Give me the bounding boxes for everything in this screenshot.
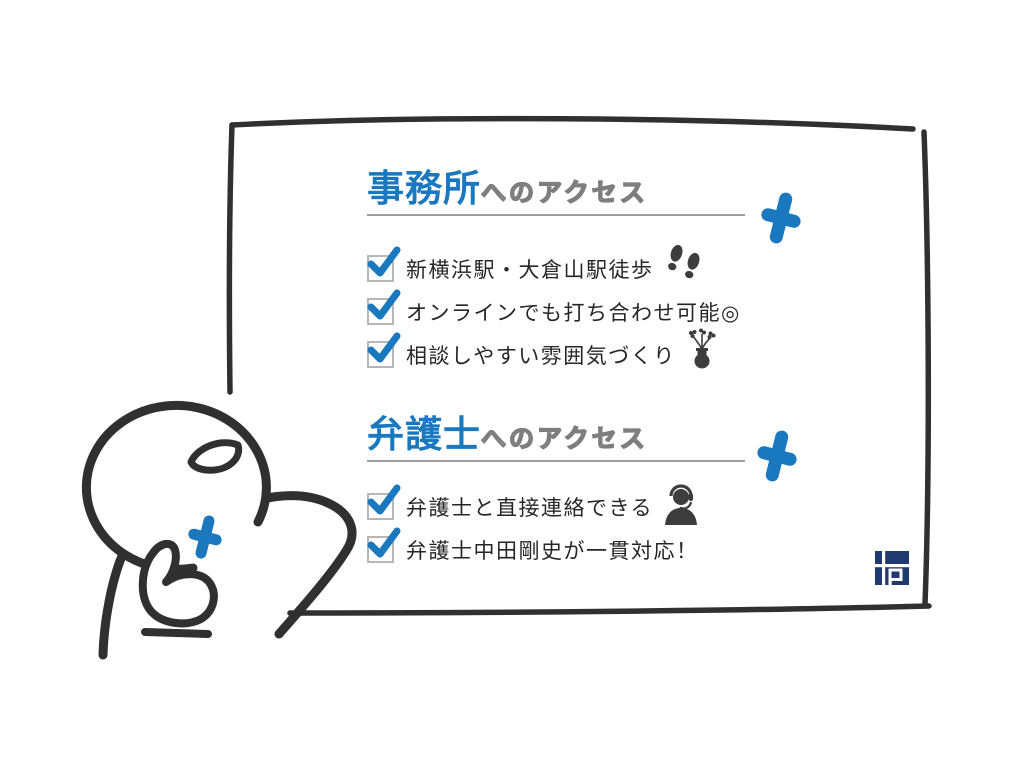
checklist-item: 弁護士中田剛史が一貫対応！ <box>367 527 787 564</box>
checked-checkbox-icon <box>367 246 401 282</box>
mascot-arm <box>225 491 357 639</box>
checked-checkbox-icon <box>367 527 401 563</box>
checklist-item-label: オンラインでも打ち合わせ可能◎ <box>406 301 741 325</box>
sparkle-icon <box>761 192 801 244</box>
checklist-item: 新横浜駅・大倉山駅徒歩 <box>367 244 787 283</box>
mascot-character <box>81 400 357 660</box>
checklist-item-label: 弁護士中田剛史が一貫対応！ <box>406 539 699 563</box>
thumbs-up-icon <box>138 539 218 628</box>
section-lawyer-access: 弁護士へのアクセス 弁護士と直接連絡できる <box>367 404 787 578</box>
checked-checkbox-icon <box>367 332 401 368</box>
sparkle-icon <box>188 515 222 559</box>
title-underline <box>367 460 745 462</box>
headset-operator-icon <box>665 483 698 525</box>
section-title-highlight: 弁護士 <box>367 414 481 455</box>
section-office-access: 事務所へのアクセス 新横浜駅・大倉山駅徒歩 <box>367 158 787 383</box>
checklist-item-label: 弁護士と直接連絡できる <box>406 496 654 520</box>
checklist-item: 弁護士と直接連絡できる <box>367 483 787 525</box>
section-title-rest: へのアクセス <box>480 178 648 207</box>
checklist-item: オンラインでも打ち合わせ可能◎ <box>367 289 787 326</box>
checklist-item-label: 新横浜駅・大倉山駅徒歩 <box>406 258 654 282</box>
checklist-item: 相談しやすい雰囲気づくり <box>367 328 787 369</box>
flower-vase-icon <box>688 328 716 368</box>
checklist-item-label: 相談しやすい雰囲気づくり <box>406 344 676 368</box>
section-title-highlight: 事務所 <box>367 168 481 209</box>
checked-checkbox-icon <box>367 484 401 520</box>
section-title: 事務所へのアクセス <box>367 158 787 209</box>
checked-checkbox-icon <box>367 289 401 325</box>
section-title-rest: へのアクセス <box>480 424 648 453</box>
mascot-wrist <box>141 628 212 638</box>
sparkle-icon <box>757 430 797 482</box>
mascot-mouth <box>187 439 243 474</box>
footprints-icon <box>667 244 699 278</box>
office-logo <box>875 551 909 585</box>
mascot-left-arm <box>98 551 127 660</box>
section-title: 弁護士へのアクセス <box>367 404 787 455</box>
title-underline <box>367 214 745 216</box>
